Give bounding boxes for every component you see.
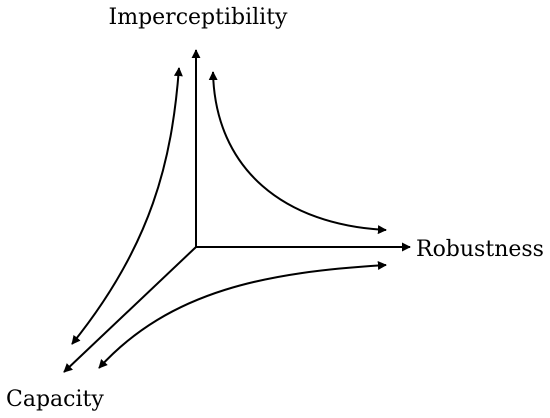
robustness-label: Robustness bbox=[416, 237, 544, 262]
tradeoff-arrow-imperceptibility-capacity bbox=[71, 67, 183, 345]
tradeoff-arrow-robustness-capacity bbox=[98, 260, 387, 369]
imperceptibility-label: Imperceptibility bbox=[109, 5, 289, 30]
capacity-label: Capacity bbox=[6, 387, 104, 412]
tradeoff-arrow-imperceptibility-robustness bbox=[208, 71, 387, 235]
